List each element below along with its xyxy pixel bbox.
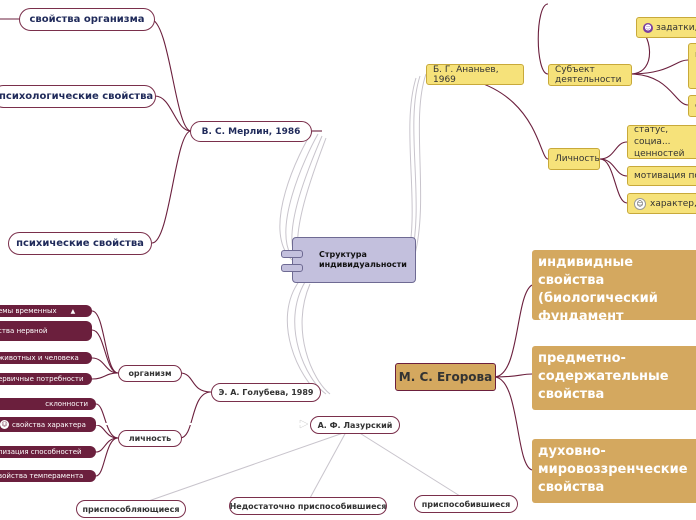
psychic-properties-node[interactable]: психические свойства [8,232,152,255]
organism-item-3[interactable]: животных и человека [0,352,92,364]
egorova-label: М. С. Егорова [398,370,493,384]
status-label: статус, социа... ценностей [634,125,685,159]
personality-node[interactable]: личность [118,430,182,447]
personality-item-1[interactable]: склонности [0,398,96,410]
organism-item-4[interactable]: ервичные потребности [0,373,92,385]
personality-item-2[interactable]: ☺ свойства характера [0,417,96,432]
status-node[interactable]: статус, социа... ценностей [627,125,696,159]
psychological-properties-label: психологические свойства [0,91,154,102]
adapted-label: приспособившиеся [421,499,511,509]
golubeva-node[interactable]: Э. А. Голубева, 1989 [211,383,321,402]
center-tab-bottom [281,264,303,272]
organism-node[interactable]: организм [118,365,182,382]
golubeva-label: Э. А. Голубева, 1989 [218,388,314,397]
central-topic-label: Структура индивидуальности [319,250,407,269]
subject-content-properties-node[interactable]: предметно-содержательные свойства [532,346,696,410]
organism-item-2[interactable]: ства нервной [0,321,92,341]
adapting-label: приспособляющиеся [82,504,180,514]
zadatki-node[interactable]: ☻ задатки, [636,17,696,38]
insufficiently-adapted-node[interactable]: Недостаточно приспособившиеся [229,497,387,515]
personality-item-3-label: лизация способностей [0,448,82,456]
psychological-properties-node[interactable]: психологические свойства [0,85,156,108]
organism-item-4-label: ервичные потребности [0,375,84,383]
subject-activity-node[interactable]: Субъект деятельности [548,64,632,86]
lazursky-node[interactable]: А. Ф. Лазурский [310,416,400,434]
character-icon: ☺ [0,420,9,429]
ananiev-label: Б. Г. Ананьев, 1969 [433,64,499,85]
merlin-label: В. С. Мерлин, 1986 [201,126,301,137]
organism-item-3-label: животных и человека [0,354,79,362]
spiritual-properties-node[interactable]: духовно-мировоззренческие свойства [532,439,696,503]
psychic-properties-label: психические свойства [16,238,144,249]
spiritual-properties-label: духовно-мировоззренческие свойства [538,444,688,495]
organism-label: организм [128,369,172,378]
collapse-marker-icon: ▲ [70,307,76,315]
insufficiently-adapted-label: Недостаточно приспособившиеся [229,501,387,511]
character-node[interactable]: ☺ характер, [627,193,696,214]
organism-item-2-label: ства нервной [0,327,48,335]
ananiev-node[interactable]: Б. Г. Ананьев, 1969 [426,64,524,85]
lazursky-label: А. Ф. Лазурский [317,420,393,430]
organism-item-1[interactable]: емы временных ▲ [0,305,92,317]
center-tab-top [281,250,303,258]
personality-label: личность [128,434,172,443]
organism-properties-label: свойства организма [29,14,145,25]
organism-item-1-label: емы временных [0,307,57,315]
personality-item-4[interactable]: войства темперамента [0,470,96,482]
subject-activity-label: Субъект деятельности [555,65,622,85]
individual-properties-label: индивидные свойства (биологический фунда… [538,255,658,342]
motivation-label: мотивация по [634,171,696,181]
egorova-node[interactable]: М. С. Егорова [395,363,496,391]
organism-properties-node[interactable]: свойства организма [19,8,155,31]
personality-item-3[interactable]: лизация способностей [0,446,96,458]
individual-properties-node[interactable]: индивидные свойства (биологический фунда… [532,250,696,342]
motivation-node[interactable]: мотивация по [627,166,696,186]
personality-item-2-label: свойства характера [12,420,86,429]
subject-leaf-c[interactable]: с [688,95,696,117]
ananiev-personality-node[interactable]: Личность [548,148,600,170]
devil-emoji-icon: ☻ [643,22,653,33]
personality-item-4-label: войства темперамента [0,472,84,480]
zadatki-label: задатки, [656,22,696,33]
mask-emoji-icon: ☺ [634,197,646,210]
personality-item-1-label: склонности [45,400,88,408]
ananiev-personality-label: Личность [555,154,600,164]
central-topic[interactable]: Структура индивидуальности [281,237,416,283]
subject-content-properties-label: предметно-содержательные свойства [538,351,669,402]
adapting-node[interactable]: приспособляющиеся [76,500,186,518]
character-label: характер, [650,198,696,209]
adapted-node[interactable]: приспособившиеся [414,495,518,513]
merlin-node[interactable]: В. С. Мерлин, 1986 [190,121,312,142]
subject-leaf-h[interactable]: н [688,43,696,89]
